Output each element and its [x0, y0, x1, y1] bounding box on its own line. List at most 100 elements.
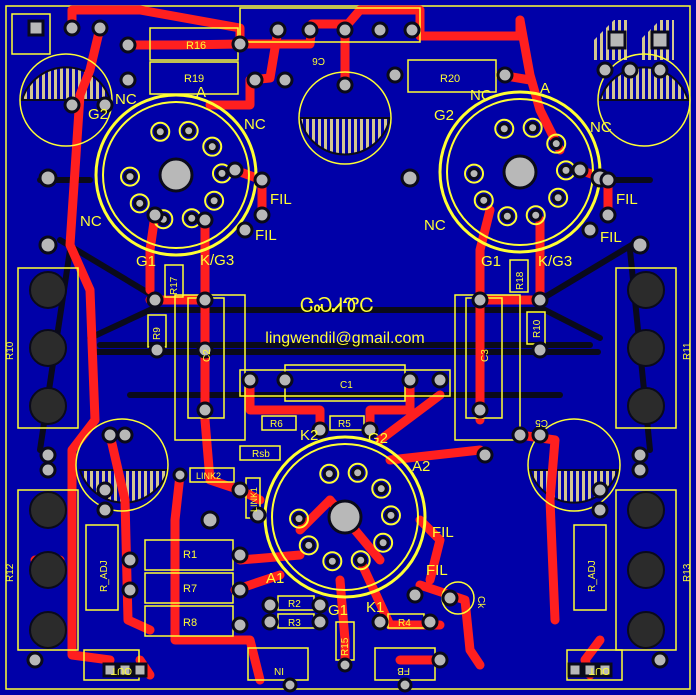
label-r11: R11	[682, 342, 693, 360]
tube-center-pin-pad	[292, 512, 306, 526]
pad-54	[39, 446, 57, 464]
tube-right-pin-ring	[525, 205, 546, 226]
pad-69	[200, 510, 220, 530]
tube-left-kg3: K/G3	[200, 252, 234, 269]
pad-7	[336, 21, 354, 39]
pad-67	[231, 481, 249, 499]
pad-47	[531, 341, 549, 359]
tube-right-kg3: K/G3	[538, 253, 572, 270]
board-outline	[5, 5, 691, 690]
pad-45	[471, 401, 489, 419]
pad-37	[196, 211, 214, 229]
pad-5	[269, 21, 287, 39]
tube-left-nc1: NC	[115, 91, 137, 108]
tube-center-pin-ring	[289, 508, 310, 529]
tube-center-pin-ring	[347, 462, 368, 483]
pad-13	[386, 66, 404, 84]
pad-34	[599, 206, 617, 224]
tube-center-pin-pad	[354, 553, 368, 567]
tube-center-pin-ring	[380, 505, 401, 526]
tube-right-pin-ring	[548, 187, 569, 208]
pad-26	[38, 235, 58, 255]
pad-22	[651, 61, 669, 79]
tube-left-pin-pad	[207, 194, 221, 208]
pad-23	[38, 168, 58, 188]
pad-91	[26, 651, 44, 669]
pad-61	[531, 426, 549, 444]
component-labels: R16 R19 R20 R17 R18 R9 R10 R10 R11 R12 R…	[5, 40, 693, 656]
pad-57	[631, 461, 649, 479]
tube-center-k2: K2	[300, 427, 318, 444]
connector-labels: OUT IN FB OUT	[111, 665, 610, 676]
author-email: lingwendil@gmail.com	[265, 330, 424, 347]
pad-71	[121, 581, 139, 599]
label-rsb: Rsb	[252, 449, 270, 460]
pad-62	[96, 481, 114, 499]
pad-4	[231, 35, 249, 53]
pad-24	[400, 168, 420, 188]
tube-center-pin-ring	[298, 535, 319, 556]
label-r4: R4	[398, 618, 411, 629]
pad-68	[249, 506, 267, 524]
label-ck: Ck	[475, 596, 486, 609]
pad-27	[630, 235, 650, 255]
label-link1: LINK1	[249, 487, 259, 512]
pad-81	[337, 657, 353, 673]
tube-center-fil1: FIL	[432, 524, 454, 541]
tube-center-pin-ring	[350, 550, 371, 571]
tube-left-pin-pad	[153, 125, 167, 139]
tube-center-fil2: FIL	[426, 562, 448, 579]
pad-51	[431, 371, 449, 389]
pad-38	[146, 291, 164, 309]
label-c6: C6	[312, 55, 325, 66]
tube-left-pin-ring	[150, 121, 171, 142]
conn-bottom-mid: IN	[274, 665, 284, 676]
pad-30	[253, 206, 271, 224]
pad-18	[607, 30, 627, 50]
label-r15: R15	[340, 637, 351, 656]
label-c2: C2	[202, 349, 213, 362]
tube-center-pin-pad	[351, 466, 365, 480]
label-r16: R16	[186, 40, 206, 52]
label-r7: R7	[183, 583, 197, 595]
tube-right-nc3: NC	[424, 217, 446, 234]
pad-84	[441, 589, 459, 607]
tube-center-pin-ring	[371, 478, 392, 499]
pad-49	[276, 371, 294, 389]
tube-center-pin-ring	[319, 463, 340, 484]
tube-right-pin-pad	[526, 121, 540, 135]
pad-28	[226, 161, 244, 179]
pad-43	[196, 341, 214, 359]
pad-70	[121, 551, 139, 569]
tube-socket-center	[263, 435, 427, 599]
tube-right-g2: G2	[434, 107, 454, 124]
pad-73	[231, 581, 249, 599]
pad-80	[421, 613, 439, 631]
pad-33	[599, 171, 617, 189]
pad-19	[650, 30, 670, 50]
pad-93	[282, 677, 298, 693]
label-r20: R20	[440, 73, 460, 85]
tube-center-a1: A1	[266, 570, 284, 587]
pad-89	[582, 662, 598, 678]
pad-59	[116, 426, 134, 444]
label-r8: R8	[183, 617, 197, 629]
pad-11	[246, 71, 264, 89]
tube-right-pin-pad	[559, 163, 573, 177]
pad-16	[63, 96, 81, 114]
tube-left-pin-ring	[120, 166, 141, 187]
tube-socket-left	[94, 93, 258, 257]
tube-right-pin-pad	[500, 209, 514, 223]
pad-79	[371, 613, 389, 631]
tube-left-pin-pad	[182, 124, 196, 138]
tube-left-pin-ring	[178, 120, 199, 141]
conn-bottom-left: OUT	[111, 665, 132, 676]
pads-layer	[26, 19, 670, 693]
pad-64	[591, 481, 609, 499]
tube-center-g2: G2	[368, 430, 388, 447]
tube-right-pin-pad	[467, 167, 481, 181]
pad-41	[531, 291, 549, 309]
tube-center-pin-ring	[322, 551, 343, 572]
tube-right-pin-ring	[494, 118, 515, 139]
